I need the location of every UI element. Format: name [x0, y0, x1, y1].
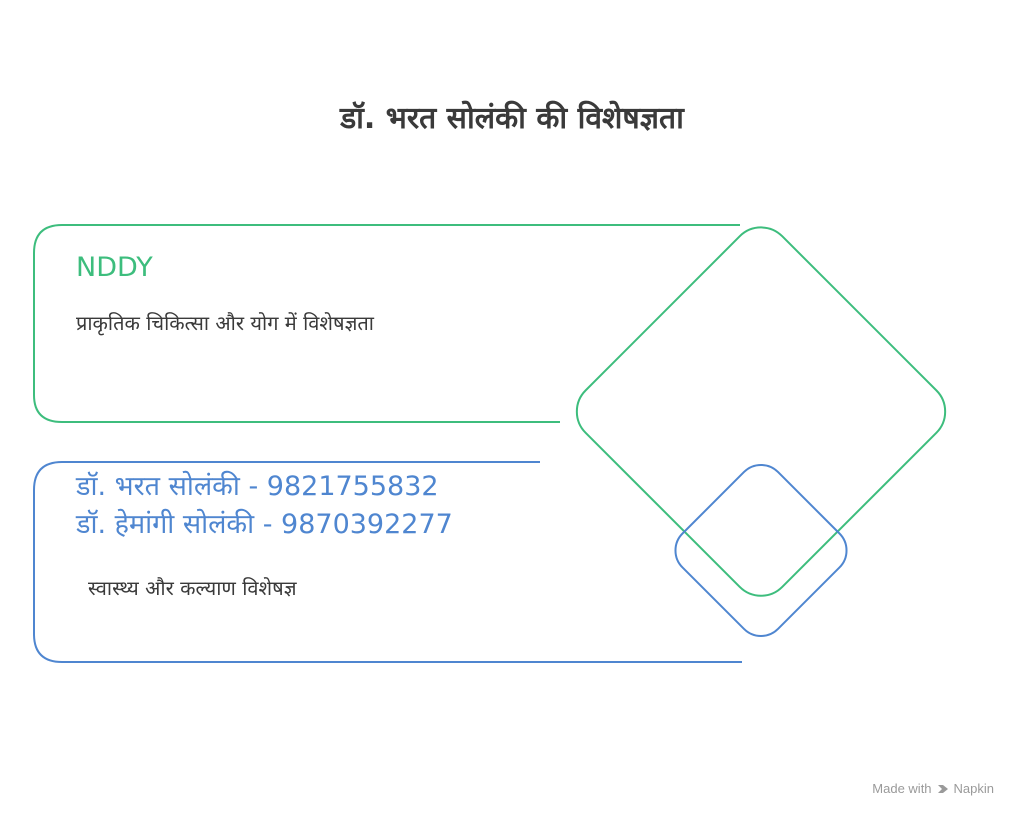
- blue-card-outline: [33, 461, 742, 663]
- napkin-attribution: Made with Napkin: [872, 781, 994, 796]
- contacts-heading: डॉ. भरत सोलंकी - 9821755832 डॉ. हेमांगी …: [76, 468, 453, 544]
- page-title: डॉ. भरत सोलंकी की विशेषज्ञता: [340, 101, 684, 136]
- made-with-label: Made with: [872, 781, 932, 796]
- nddy-heading: NDDY: [76, 252, 153, 283]
- contact-line-hemangi: डॉ. हेमांगी सोलंकी - 9870392277: [76, 509, 453, 540]
- blue-diamond: [674, 463, 848, 637]
- green-card-outline: [33, 224, 740, 423]
- wellness-description: स्वास्थ्य और कल्याण विशेषज्ञ: [88, 576, 297, 600]
- napkin-logo-icon: [937, 784, 948, 793]
- green-diamond: [575, 226, 947, 597]
- contact-line-bharat: डॉ. भरत सोलंकी - 9821755832: [76, 471, 439, 502]
- nddy-description: प्राकृतिक चिकित्सा और योग में विशेषज्ञता: [76, 311, 374, 335]
- napkin-brand-label: Napkin: [953, 781, 994, 796]
